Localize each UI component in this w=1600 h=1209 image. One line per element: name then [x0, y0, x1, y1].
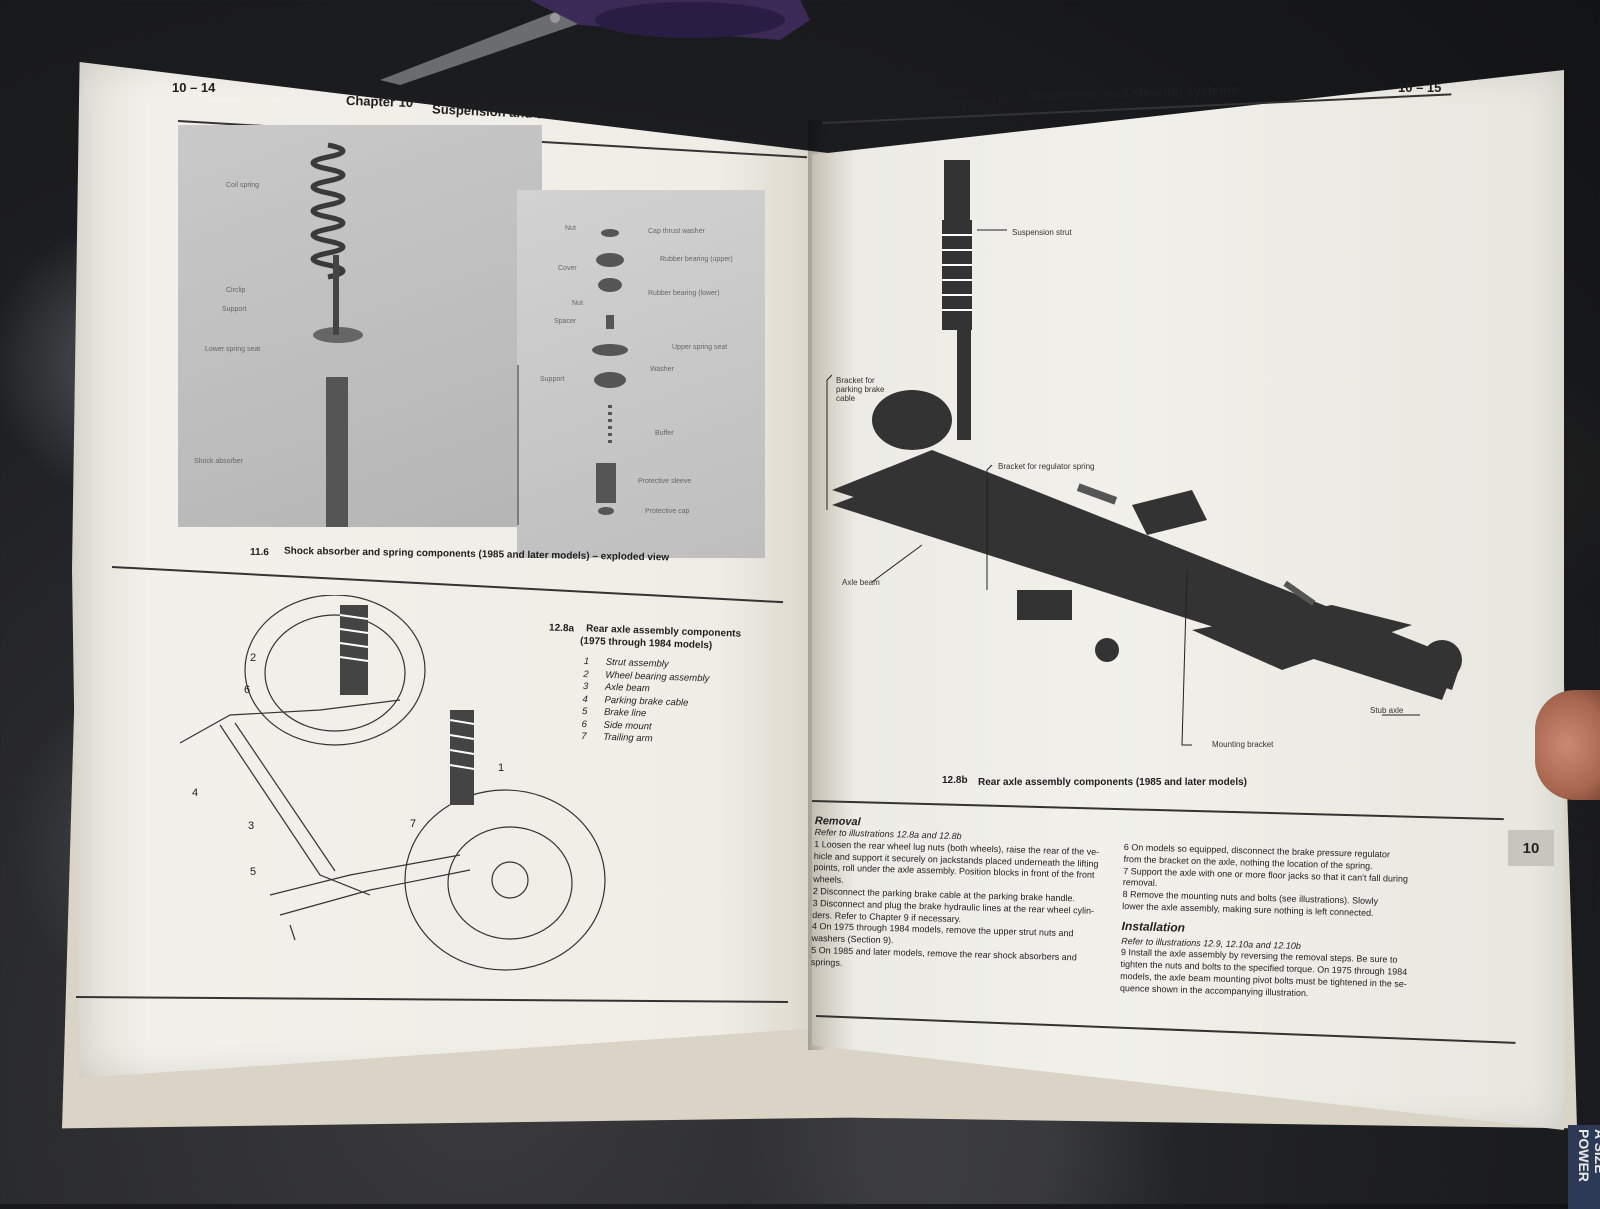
label-lower-spring-seat: Lower spring seat	[205, 346, 261, 353]
label-stub-axle: Stub axle	[1370, 706, 1404, 715]
rear-axle-line-drawing	[179, 595, 606, 971]
label-shock-absorber: Shock absorber	[194, 458, 244, 465]
steps-6-to-8: 6 On models so equipped, disconnect the …	[1120, 842, 1504, 1005]
scissors-icon	[380, 0, 810, 85]
label-protective-sleeve: Protective sleeve	[638, 478, 692, 485]
removal-section: Removal Refer to illustrations 12.8a and…	[811, 815, 1105, 977]
callout-1: 1	[498, 762, 505, 774]
label-protective-cap: Protective cap	[645, 508, 690, 515]
shock-absorber-photo-right	[517, 190, 765, 558]
figure-3-caption: Rear axle assembly components (1985 and …	[978, 777, 1247, 788]
callout-5: 5	[250, 866, 257, 878]
label-buffer: Buffer	[655, 430, 674, 437]
label-bracket-regulator-spring: Bracket for regulator spring	[998, 462, 1095, 471]
label-washer: Washer	[650, 366, 674, 373]
removal-text: Refer to illustrations 12.8a and 12.8b 1…	[810, 826, 1100, 968]
rear-axle-1985-drawing	[826, 160, 1462, 746]
label-spacer: Spacer	[554, 318, 577, 325]
callout-4: 4	[192, 787, 199, 799]
label-suspension-strut: Suspension strut	[1012, 228, 1072, 237]
callout-2: 2	[250, 652, 257, 664]
shock-absorber-photo-left	[178, 125, 542, 527]
callout-6: 6	[244, 684, 251, 696]
left-page-number: 10 – 14	[172, 80, 216, 95]
exploded-view-drawing	[310, 142, 628, 527]
label-rubber-bearing-upper: Rubber bearing (upper)	[660, 256, 733, 263]
label-coil-spring: Coil spring	[226, 182, 260, 189]
label-axle-beam: Axle beam	[842, 578, 880, 587]
label-mounting-bracket: Mounting bracket	[1212, 740, 1274, 749]
thumb	[1535, 690, 1600, 800]
label-circlip: Circlip	[226, 287, 246, 294]
label-support-2: Support	[540, 376, 565, 383]
label-nut: Nut	[565, 225, 576, 232]
chapter-tab: 10	[1508, 830, 1554, 866]
label-cover: Cover	[558, 265, 577, 272]
label-upper-spring-seat: Upper spring seat	[672, 344, 728, 351]
figure-2-number: 12.8a	[548, 622, 575, 635]
label-support: Support	[222, 306, 247, 313]
figure-3-number: 12.8b	[942, 775, 968, 786]
callout-3: 3	[248, 820, 255, 832]
label-cap-thrust-washer: Cap thrust washer	[648, 228, 705, 235]
callout-7: 7	[410, 818, 417, 830]
corner-packaging-text: A SIZE POWER	[1568, 1125, 1600, 1209]
figure-1-number: 11.6	[249, 546, 270, 559]
right-page-number: 10 – 15	[1398, 80, 1442, 95]
label-bracket-parking-brake: Bracket for parking brake cable	[836, 376, 885, 403]
left-chapter: Chapter 10	[345, 92, 414, 111]
label-rubber-bearing-lower: Rubber bearing (lower)	[648, 290, 720, 297]
label-nut-2: Nut	[572, 300, 583, 307]
right-chapter: Chapter 10	[937, 94, 1006, 111]
